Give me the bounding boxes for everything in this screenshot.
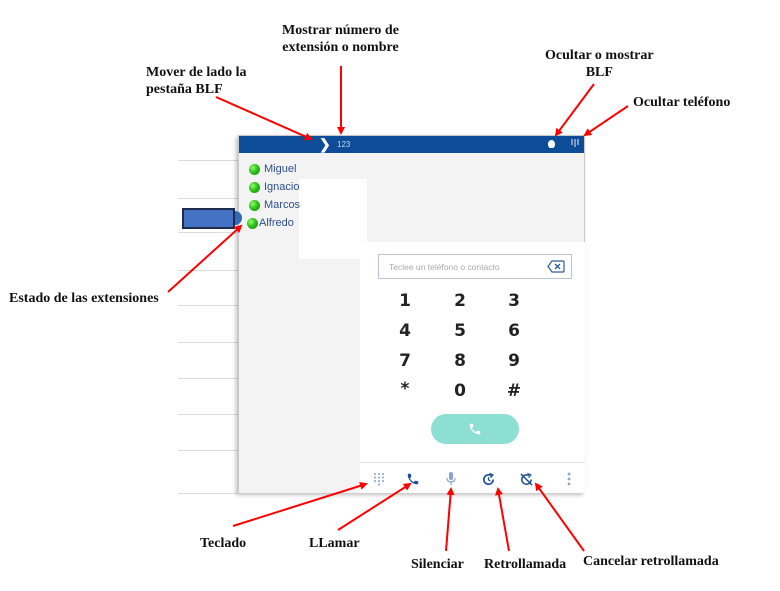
dialer-panel: 1 2 3 4 5 6 7 8 9 * 0 # xyxy=(360,242,585,462)
keypad-icon xyxy=(374,473,384,486)
annotation-call: LLamar xyxy=(309,536,360,551)
key-2[interactable]: 2 xyxy=(454,291,466,311)
blf-panel: Miguel Ignacio Marcos Alfredo xyxy=(239,153,367,493)
call-button[interactable] xyxy=(431,414,519,444)
blf-item-label: Miguel xyxy=(264,163,297,175)
annotation-line: BLF xyxy=(585,65,613,80)
divider xyxy=(178,160,238,161)
cancel-callback-icon xyxy=(519,472,533,486)
key-8[interactable]: 8 xyxy=(454,351,466,371)
divider xyxy=(178,305,238,306)
phone-icon xyxy=(407,473,419,485)
annotation-extension-status: Estado de las extensiones xyxy=(9,291,159,306)
keypad-toggle-button[interactable] xyxy=(369,469,389,489)
blf-name-overlay xyxy=(299,179,367,259)
key-3[interactable]: 3 xyxy=(508,291,520,311)
key-6[interactable]: 6 xyxy=(508,321,520,341)
key-star[interactable]: * xyxy=(400,379,410,399)
blf-item-miguel[interactable]: Miguel xyxy=(249,161,310,177)
dial-search-box xyxy=(378,254,572,279)
more-vertical-icon xyxy=(567,472,571,486)
key-5[interactable]: 5 xyxy=(454,321,466,341)
callback-icon xyxy=(482,472,494,485)
phone-icon xyxy=(469,423,481,435)
divider xyxy=(178,493,238,494)
mute-button[interactable] xyxy=(441,469,461,489)
status-led-icon xyxy=(249,199,260,211)
softphone-widget: ❯ 123 Miguel Ignacio Marcos Alfredo xyxy=(238,135,585,493)
key-1[interactable]: 1 xyxy=(399,291,411,311)
annotation-line: Mostrar número de xyxy=(282,23,399,38)
status-led-icon xyxy=(247,217,258,229)
annotation-line: pestaña BLF xyxy=(146,82,223,97)
move-blf-tab-chevron-icon[interactable]: ❯ xyxy=(319,136,331,152)
bottom-toolbar xyxy=(360,462,585,493)
annotation-mute: Silenciar xyxy=(411,557,464,572)
annotation-toggle-blf: Ocultar o mostrar BLF xyxy=(545,47,654,81)
microphone-icon xyxy=(446,472,456,485)
blf-item-label: Alfredo xyxy=(259,217,294,229)
annotation-line: Mover de lado la xyxy=(146,65,247,80)
divider xyxy=(178,198,238,199)
call-toolbar-button[interactable] xyxy=(403,469,423,489)
more-options-button[interactable] xyxy=(559,469,579,489)
divider xyxy=(178,450,238,451)
status-led-icon xyxy=(249,163,260,175)
annotation-show-extension: Mostrar número de extensión o nombre xyxy=(282,22,399,56)
cancel-callback-button[interactable] xyxy=(516,469,536,489)
blf-item-label: Ignacio xyxy=(264,181,300,193)
key-hash[interactable]: # xyxy=(506,381,522,401)
divider xyxy=(178,378,238,379)
callback-button[interactable] xyxy=(478,469,498,489)
backspace-icon[interactable] xyxy=(547,260,565,273)
status-led-icon xyxy=(249,181,260,193)
key-0[interactable]: 0 xyxy=(454,381,466,401)
annotation-hide-phone: Ocultar teléfono xyxy=(633,95,731,110)
annotation-cancel-callback: Cancelar retrollamada xyxy=(583,554,719,569)
annotation-move-blf: Mover de lado la pestaña BLF xyxy=(146,64,246,98)
blf-item-alfredo[interactable]: Alfredo xyxy=(247,215,305,231)
show-extension-toggle[interactable]: 123 xyxy=(337,140,351,149)
blf-tab-highlight xyxy=(182,208,235,229)
annotation-line: extensión o nombre xyxy=(282,40,399,55)
divider xyxy=(178,342,238,343)
blf-item-marcos[interactable]: Marcos xyxy=(249,197,310,213)
annotation-keypad: Teclado xyxy=(200,536,247,551)
key-9[interactable]: 9 xyxy=(508,351,520,371)
key-7[interactable]: 7 xyxy=(399,351,411,371)
hide-phone-icon[interactable] xyxy=(571,139,579,149)
blf-item-label: Marcos xyxy=(264,199,301,211)
annotation-line: Ocultar o mostrar xyxy=(545,48,654,63)
annotation-callback: Retrollamada xyxy=(484,557,567,572)
divider xyxy=(178,270,238,271)
blf-item-ignacio[interactable]: Ignacio xyxy=(249,179,310,195)
divider xyxy=(178,232,238,233)
blf-tab-handle[interactable] xyxy=(232,211,242,225)
divider xyxy=(178,414,238,415)
key-4[interactable]: 4 xyxy=(399,321,411,341)
toggle-blf-lightbulb-icon[interactable] xyxy=(548,140,555,148)
softphone-topbar: ❯ 123 xyxy=(239,136,584,153)
phone-contact-input[interactable] xyxy=(379,255,539,278)
